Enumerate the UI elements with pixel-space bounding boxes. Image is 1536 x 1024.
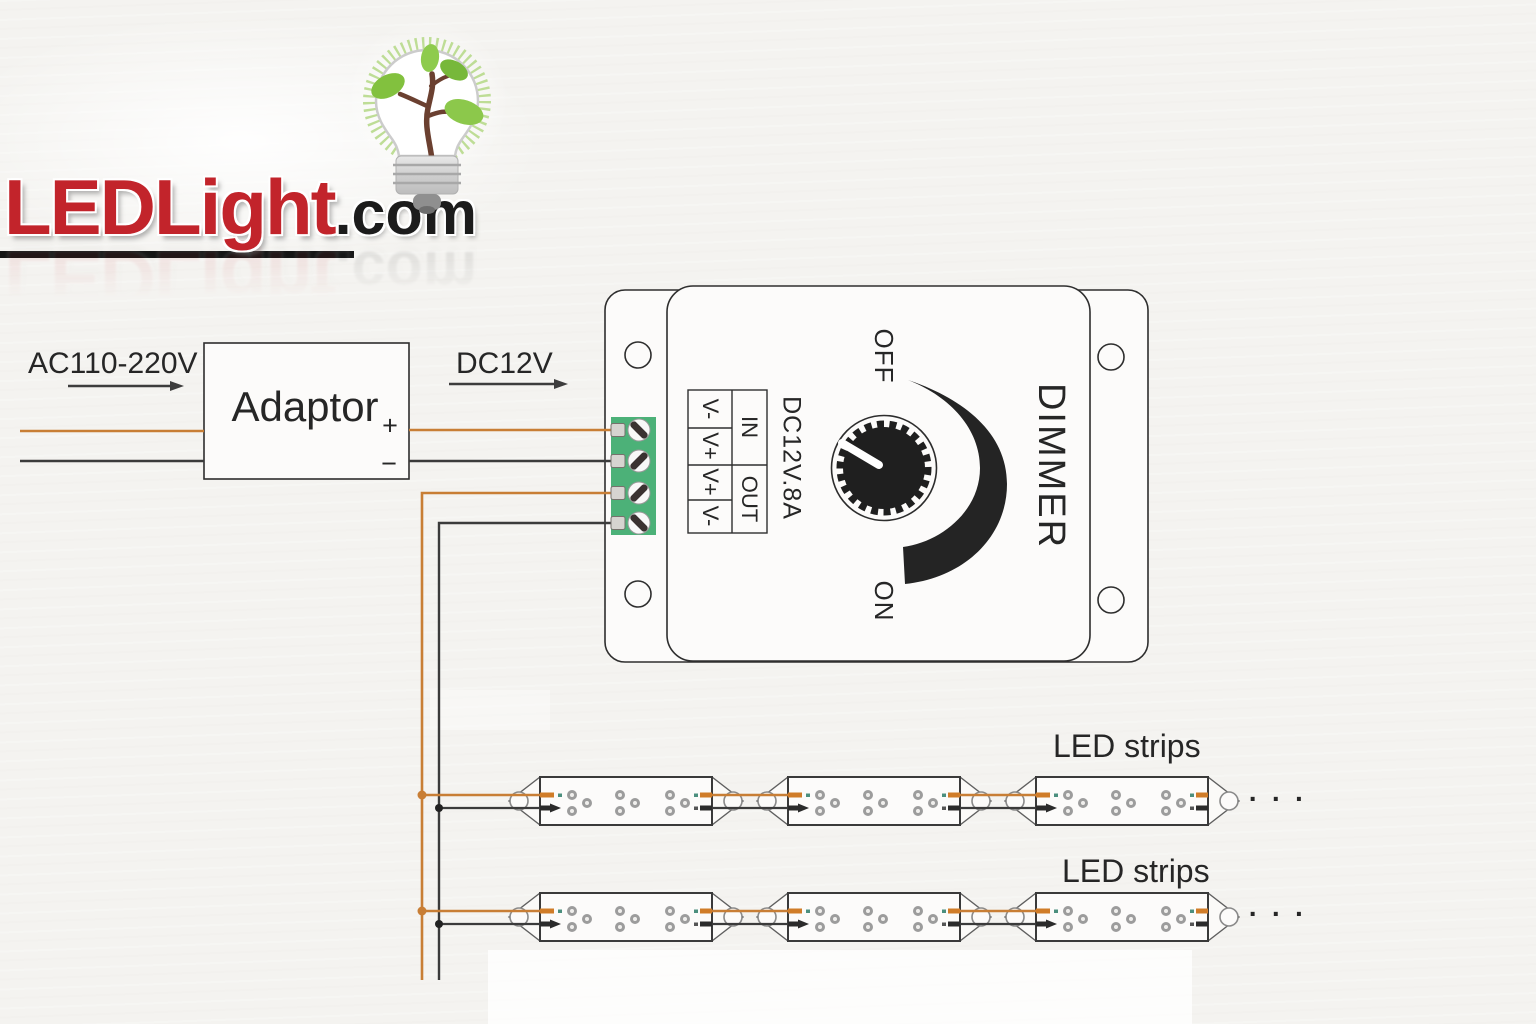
mounting-hole-bottom-left: [624, 580, 652, 608]
out-label: OUT: [737, 475, 762, 523]
logo-brand-text: LEDLight: [4, 163, 337, 251]
adaptor-box: [203, 342, 410, 480]
bulb-base: [393, 155, 461, 214]
terminal-label-v-plus-out: V+: [698, 468, 723, 496]
terminal-label-v-minus-out: V-: [698, 505, 723, 527]
ac-input-label: AC110-220V: [28, 347, 198, 380]
junction-dot: [417, 790, 427, 800]
continuation-dots-row1: · · ·: [1248, 783, 1308, 814]
continuation-dots-row2: · · ·: [1248, 898, 1308, 929]
led-strips-label-row1: LED strips: [1053, 728, 1201, 764]
on-label: ON: [869, 580, 899, 622]
dimmer-unit: [604, 285, 1149, 663]
mounting-hole-top-left: [624, 341, 652, 369]
dc-output-arrow: [449, 379, 568, 389]
mounting-hole-top-right: [1097, 343, 1125, 371]
eco-bulb-icon: [345, 19, 509, 214]
dimmer-knob: [836, 420, 932, 516]
mounting-hole-bottom-right: [1097, 586, 1125, 614]
off-label: OFF: [869, 328, 899, 384]
adaptor-negative-sign: −: [381, 448, 397, 479]
terminal-screws: [627, 418, 651, 535]
adaptor-positive-sign: +: [382, 410, 398, 441]
logo-reflection: LEDLight.com: [4, 235, 477, 323]
dc-positive-out-trunk: [420, 491, 614, 980]
led-strip-module: [756, 892, 992, 942]
dimmer-title: DIMMER: [1030, 382, 1072, 550]
led-strip-module: [1004, 892, 1240, 942]
led-strip-row-2: [508, 892, 1240, 942]
ac-input-arrow: [68, 381, 184, 391]
wires: [20, 428, 614, 980]
dc-negative-out-trunk: [437, 521, 614, 980]
led-strip-module: [508, 776, 744, 826]
junction-dot: [417, 906, 427, 916]
dimmer-level-arc: [903, 380, 1007, 584]
terminal-block: [610, 417, 656, 535]
strip-interconnect-wires: [417, 790, 1036, 928]
terminal-label-table: [687, 389, 768, 534]
dimmer-rating-label: DC12V.8A: [777, 396, 806, 520]
led-strip-row-1: [508, 776, 1240, 826]
in-label: IN: [737, 416, 762, 438]
led-strip-module: [508, 892, 744, 942]
knob-pointer: [838, 439, 883, 469]
terminal-label-v-plus-in: V+: [698, 432, 723, 460]
junction-dot: [435, 804, 443, 812]
terminal-label-v-minus-in: V-: [698, 398, 723, 420]
led-strip-module: [1004, 776, 1240, 826]
adaptor-label: Adaptor: [231, 383, 379, 430]
terminal-tabs: [610, 423, 626, 530]
led-strip-module: [756, 776, 992, 826]
junction-dot: [435, 920, 443, 928]
led-strips-label-row2: LED strips: [1062, 853, 1210, 889]
dc-output-label: DC12V: [456, 347, 553, 380]
